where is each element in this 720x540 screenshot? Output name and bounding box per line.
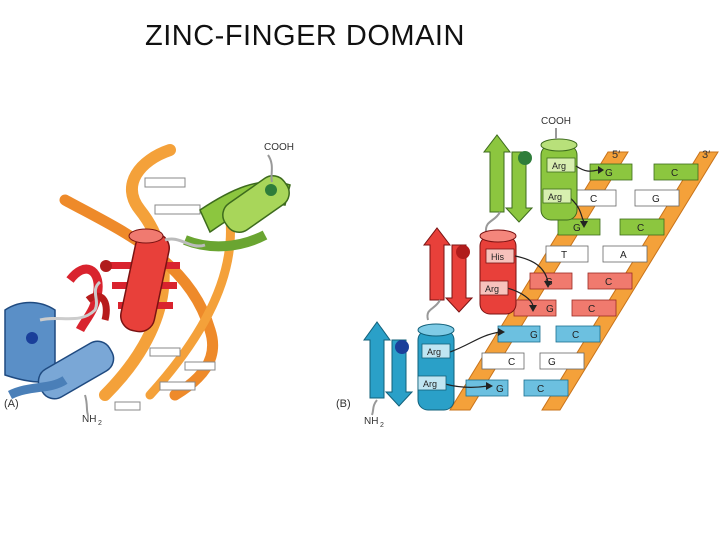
zinc-ion-red (100, 260, 112, 272)
residue-arg-5: Arg (423, 379, 437, 389)
finger-red-a (66, 228, 206, 333)
bp-1-left: G (605, 168, 613, 179)
bp-4-right: A (620, 250, 627, 261)
bp-6-left: G (546, 304, 554, 315)
residue-arg-3: Arg (485, 284, 499, 294)
residue-arg-2: Arg (548, 192, 562, 202)
panel-b-nh2: NH (364, 416, 378, 427)
finger-green-b (482, 128, 578, 233)
slide-title: ZINC-FINGER DOMAIN (145, 20, 465, 52)
finger-red-b (422, 227, 517, 321)
residue-arg-1: Arg (552, 161, 566, 171)
bp-4-left: T (561, 250, 567, 261)
zinc-ion-blue-b (395, 340, 409, 354)
zinc-ion-blue (26, 332, 38, 344)
bp-9-right: C (537, 384, 544, 395)
zinc-ion-green (265, 184, 277, 196)
panel-a-cooh: COOH (264, 142, 294, 153)
residue-arrows (444, 165, 599, 388)
residue-his: His (491, 252, 504, 262)
bp-6-right: C (588, 304, 595, 315)
bp-8-right: G (548, 357, 556, 368)
three-prime-label: 3′ (702, 149, 710, 161)
panel-b-label: (B) (336, 398, 351, 410)
residue-arg-4: Arg (427, 347, 441, 357)
bp-2-right: G (652, 194, 660, 205)
bp-8-left: C (508, 357, 515, 368)
panel-a-nh2: NH (82, 414, 96, 425)
arrowheads (486, 166, 604, 390)
bp-1-right: C (671, 168, 678, 179)
panel-b-nh2-sub: 2 (380, 422, 384, 429)
bp-2-left: C (590, 194, 597, 205)
bp-5-right: C (605, 277, 612, 288)
bp-3-left: G (573, 223, 581, 234)
zinc-ion-green-b (518, 151, 532, 165)
panel-a-structure: COOH (4, 142, 294, 416)
bp-3-right: C (637, 223, 644, 234)
bp-7-right: C (572, 330, 579, 341)
bp-7-left: G (530, 330, 538, 341)
panel-a-nh2-sub: 2 (98, 420, 102, 427)
finger-blue-a (4, 280, 115, 416)
finger-green-a (183, 154, 291, 252)
five-prime-label: 5′ (612, 149, 620, 161)
zinc-ion-red-b (456, 245, 470, 259)
panel-a-label: (A) (4, 398, 19, 410)
bp-9-left: G (496, 384, 504, 395)
dna-strand-a2 (59, 194, 219, 401)
base-pairs: G C C G G C T A G C G C G C C G (465, 163, 699, 397)
panel-b-cooh: COOH (541, 116, 571, 127)
finger-blue-b (363, 321, 455, 416)
